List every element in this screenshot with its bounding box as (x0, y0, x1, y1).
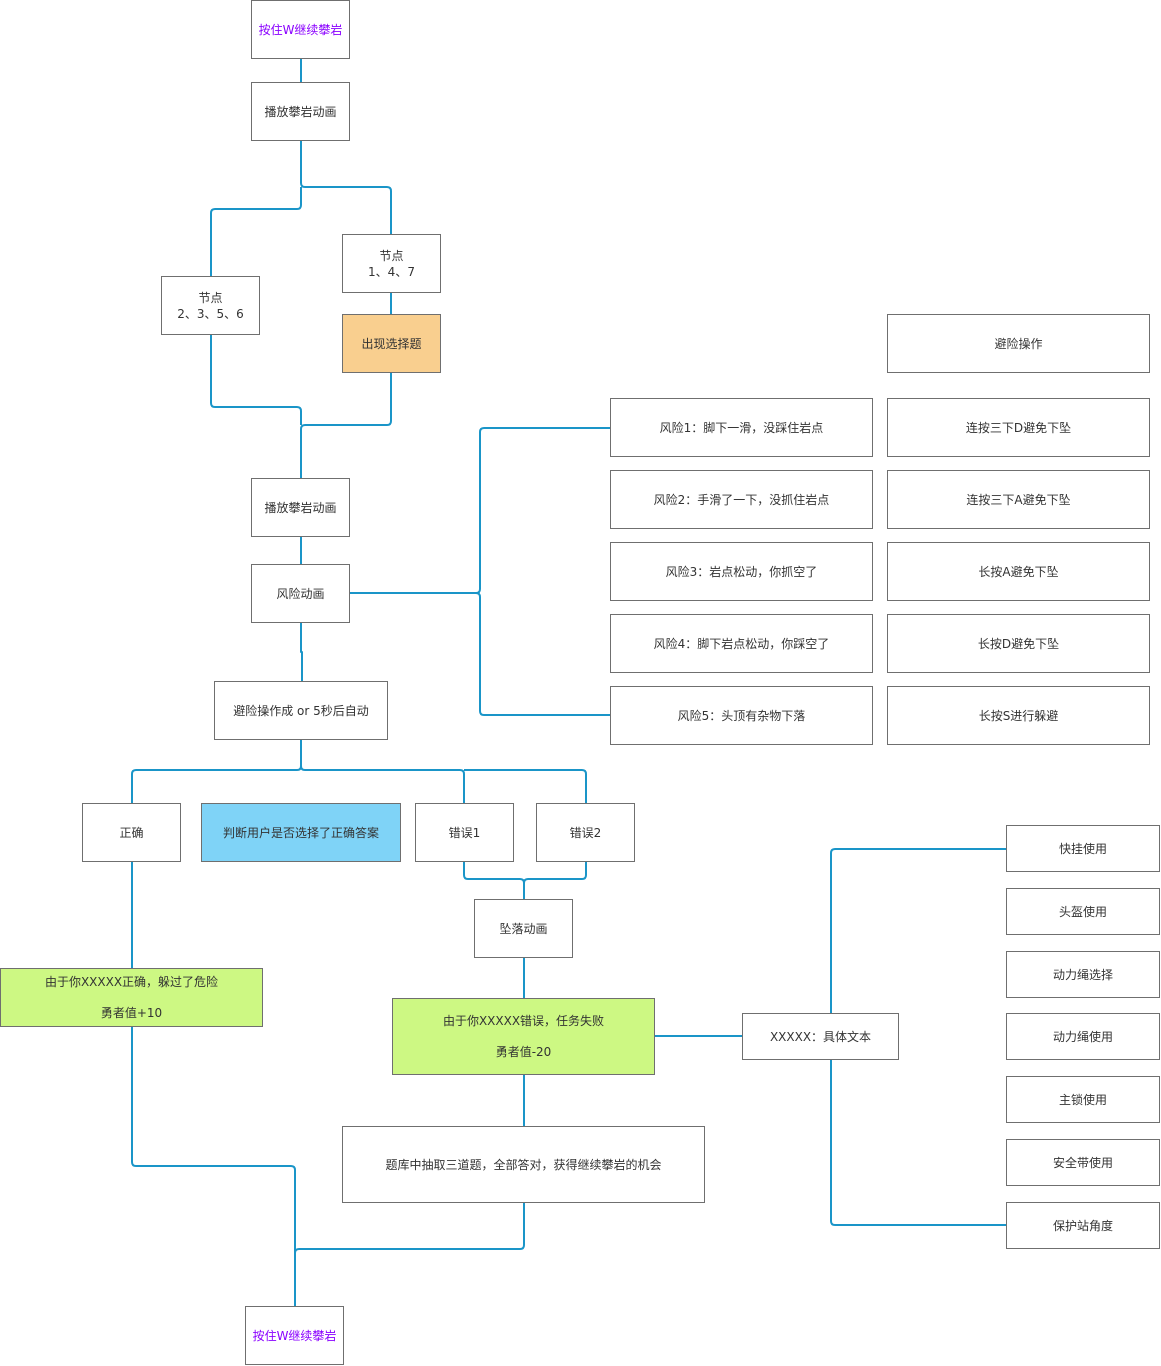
connector (830, 1060, 1006, 1226)
topic-node: 保护站角度 (1006, 1202, 1160, 1249)
risk-node: 风险5：头顶有杂物下落 (610, 686, 873, 745)
detail-text-node: XXXXX：具体文本 (742, 1013, 899, 1060)
connector (350, 427, 610, 594)
correct-result-score: 勇者值+10 (100, 1006, 163, 1020)
climb-animation-node-2: 播放攀岩动画 (251, 478, 350, 537)
risk-node: 风险2：手滑了一下，没抓住岩点 (610, 470, 873, 529)
wrong-result-text: 由于你XXXXX错误，任务失败 (442, 1014, 605, 1028)
wrong-result-score: 勇者值-20 (495, 1045, 552, 1059)
connector (300, 765, 465, 803)
node-2356: 节点 2、3、5、6 (161, 276, 260, 335)
climb-animation-node: 播放攀岩动画 (251, 82, 350, 141)
connector (131, 740, 302, 803)
connector (464, 769, 587, 803)
fall-animation-node: 坠落动画 (474, 899, 573, 958)
risk-node: 风险1：脚下一滑，没踩住岩点 (610, 398, 873, 457)
connector (523, 862, 587, 884)
connector (210, 187, 302, 276)
connector (463, 862, 525, 899)
connector (131, 1027, 296, 1306)
error2-node: 错误2 (536, 803, 635, 862)
action-node: 长按A避免下坠 (887, 542, 1150, 601)
end-node: 按住W继续攀岩 (245, 1306, 344, 1365)
correct-result-text: 由于你XXXXX正确，躲过了危险 (44, 975, 219, 989)
avoid-auto-node: 避险操作成 or 5秒后自动 (214, 681, 388, 740)
quiz-node: 题库中抽取三道题，全部答对，获得继续攀岩的机会 (342, 1126, 705, 1203)
connector (294, 1203, 525, 1254)
wrong-result-node: 由于你XXXXX错误，任务失败 勇者值-20 (392, 998, 655, 1075)
topic-node: 安全带使用 (1006, 1139, 1160, 1186)
connector (210, 335, 302, 425)
correct-node: 正确 (82, 803, 181, 862)
action-node: 长按S进行躲避 (887, 686, 1150, 745)
node-147: 节点 1、4、7 (342, 234, 441, 293)
connector (300, 141, 392, 234)
risk-node: 风险3：岩点松动，你抓空了 (610, 542, 873, 601)
topic-node: 动力绳使用 (1006, 1013, 1160, 1060)
action-node: 连按三下A避免下坠 (887, 470, 1150, 529)
connector (830, 848, 1006, 1013)
connector (475, 592, 610, 716)
topic-node: 快挂使用 (1006, 825, 1160, 872)
judge-answer-node: 判断用户是否选择了正确答案 (201, 803, 401, 862)
action-node: 连按三下D避免下坠 (887, 398, 1150, 457)
risk-animation-node: 风险动画 (251, 564, 350, 623)
topic-node: 头盔使用 (1006, 888, 1160, 935)
action-node: 长按D避免下坠 (887, 614, 1150, 673)
correct-result-node: 由于你XXXXX正确，躲过了危险 勇者值+10 (0, 968, 263, 1027)
risk-node: 风险4：脚下岩点松动，你踩空了 (610, 614, 873, 673)
connector (300, 623, 303, 681)
connector (300, 373, 392, 478)
start-node: 按住W继续攀岩 (251, 0, 350, 59)
topic-node: 主锁使用 (1006, 1076, 1160, 1123)
topic-node: 动力绳选择 (1006, 951, 1160, 998)
actions-header: 避险操作 (887, 314, 1150, 373)
error1-node: 错误1 (415, 803, 514, 862)
choice-question-node: 出现选择题 (342, 314, 441, 373)
